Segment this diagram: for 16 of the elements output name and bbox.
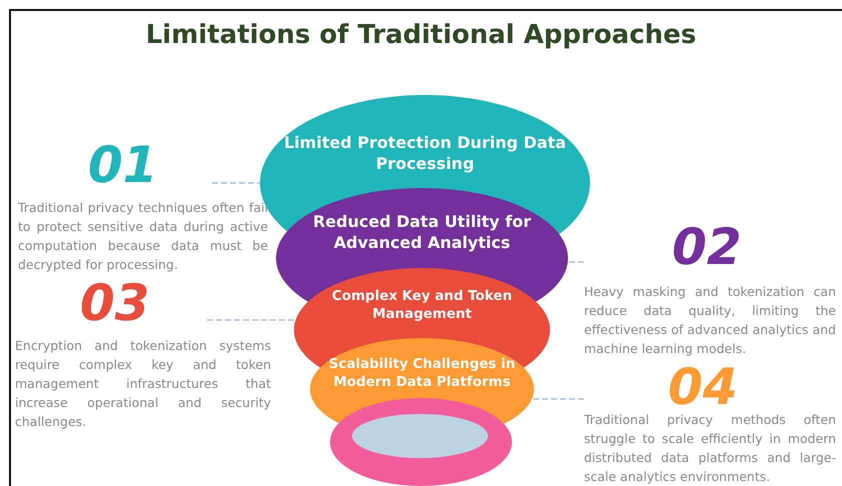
step-number: 02 (672, 222, 742, 272)
stage-label: Scalability Challenges in Modern Data Platforms (328, 356, 516, 392)
stage-label: Complex Key and Token Management (330, 288, 514, 324)
step-number: 04 (668, 362, 738, 412)
description-text: Encryption and tokenization systems require complex key and token management infrastructures that increase operational and security challenges. (15, 337, 271, 431)
leader-line (207, 319, 296, 321)
description-text: Heavy masking and tokenization can reduce data quality, limiting the effectiveness of advanced analytics and machine learning models. (584, 283, 836, 358)
leader-line (532, 398, 584, 400)
description-text: Traditional privacy methods often struggle to scale efficiently in modern distributed data platforms and large-scale analytics environments. (584, 411, 836, 486)
stage-label: Limited Protection During Data Processing (282, 133, 568, 175)
title: Limitations of Traditional Approaches (144, 20, 698, 50)
step-number: 01 (88, 140, 158, 190)
step-number: 03 (80, 278, 150, 328)
leader-line (212, 182, 260, 184)
stage-label: Reduced Data Utility for Advanced Analytics (312, 212, 532, 254)
leader-line (568, 261, 584, 263)
